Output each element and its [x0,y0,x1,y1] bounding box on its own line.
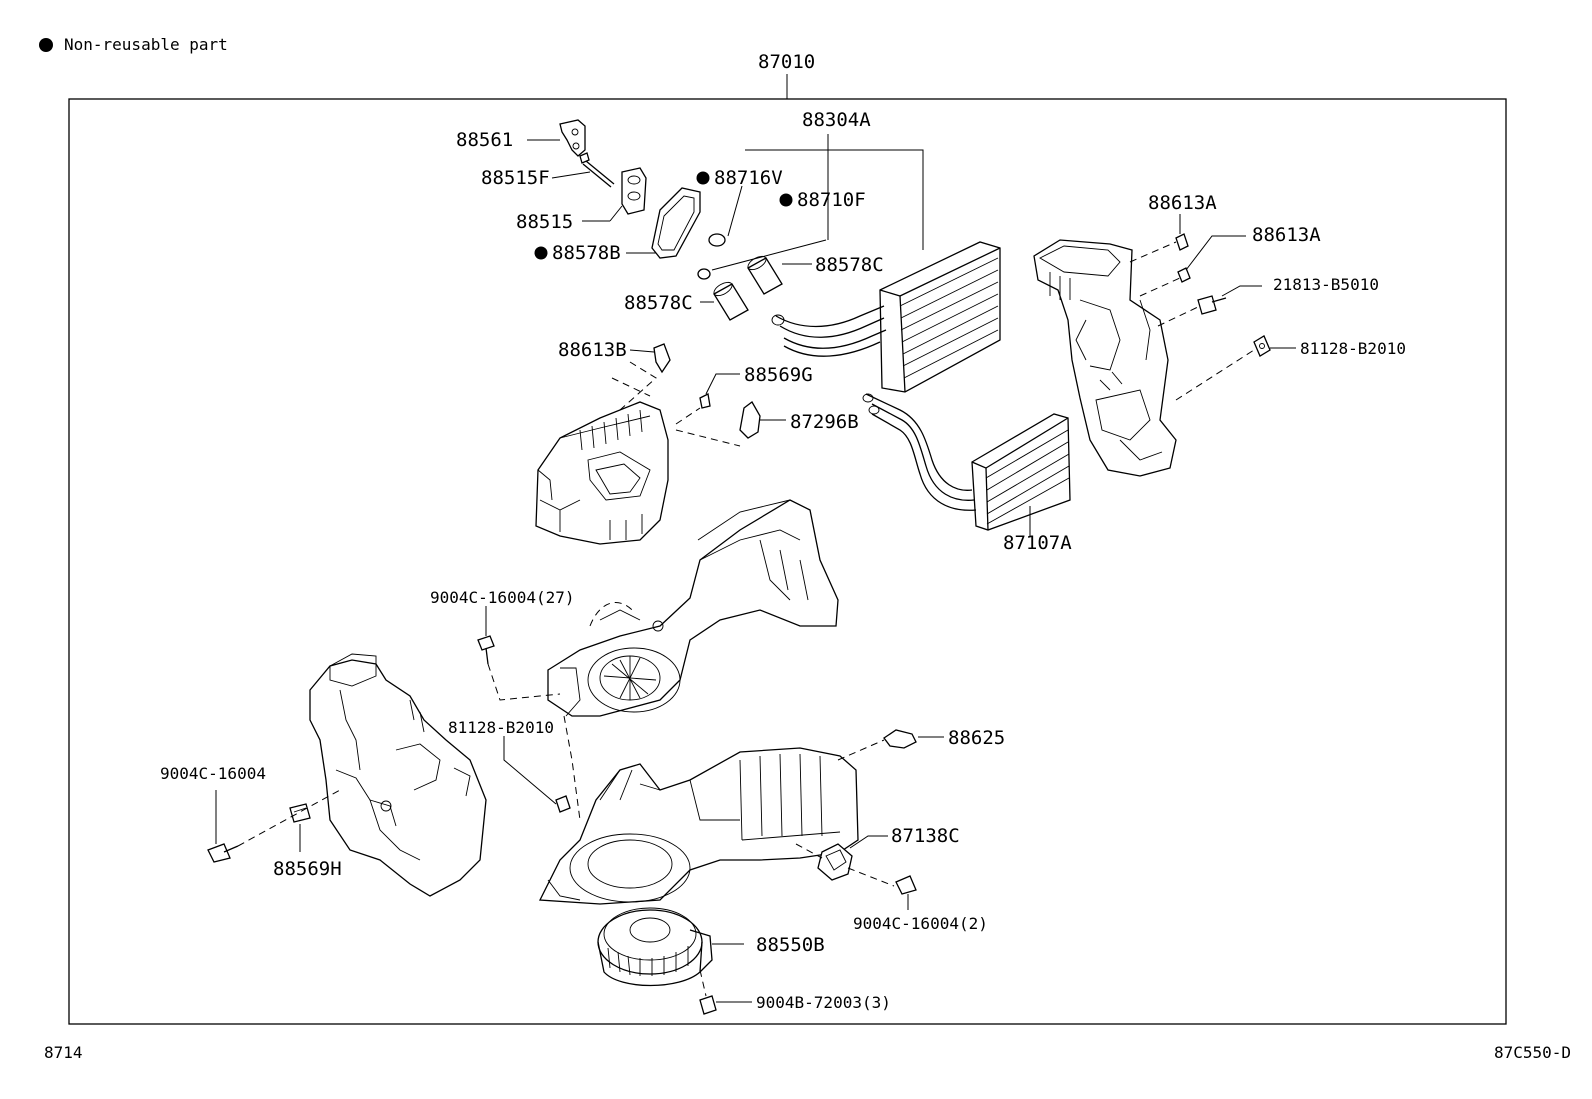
non-reusable-bullet-icon [779,193,793,207]
label-88304A: 88304A [802,109,871,131]
label-88613B: 88613B [558,339,627,361]
blower-motor-88550B [597,907,744,987]
middle-case-housing [547,499,839,717]
page-code: 8714 [44,1043,83,1062]
heater-core-87107A [862,393,1071,536]
label-88716V: 88716V [714,167,783,189]
label-9004C-16004-27: 9004C-16004(27) [430,588,575,607]
assembly-frame [68,98,1507,1025]
resistor-87138C [817,835,888,881]
expansion-valve-group [527,119,647,222]
upper-case-housing [535,401,669,545]
clip-81128-B2010-center [503,736,571,813]
non-reusable-bullet-icon [534,246,548,260]
label-9004C-16004-2: 9004C-16004(2) [853,914,988,933]
label-88625: 88625 [948,727,1005,749]
label-88550B: 88550B [756,934,825,956]
sleeve-88578C-right [747,255,812,295]
label-88578C-left: 88578C [624,292,693,314]
lower-case-housing [538,747,859,905]
label-88569H: 88569H [273,858,342,880]
screw-9004C-16004-2 [895,875,917,910]
bracket-88613B [629,343,671,374]
non-reusable-bullet-icon [696,171,710,185]
non-reusable-bullet-icon [39,38,53,52]
screw-9004C-16004-27 [477,606,495,665]
screw-9004C-16004-left [207,790,239,863]
evaporator-88304A [771,241,1001,393]
label-88569G: 88569G [744,364,813,386]
label-81128-B2010-right: 81128-B2010 [1300,339,1406,358]
clip-88569H [289,803,311,852]
label-87107A: 87107A [1003,532,1072,554]
label-88515F: 88515F [481,167,550,189]
label-87296B: 87296B [790,411,859,433]
left-case-housing [309,653,487,897]
legend-text: Non-reusable part [64,35,228,54]
label-88578C-right: 88578C [815,254,884,276]
label-88578B: 88578B [552,242,621,264]
figure-code: 87C550-D [1494,1043,1571,1062]
label-88515: 88515 [516,211,573,233]
sleeve-88578C-left [700,281,749,321]
clip-88625 [883,729,944,749]
o-ring-88716V [708,233,726,247]
label-88613A-top: 88613A [1148,192,1217,214]
assembly-label: 87010 [758,51,815,73]
label-9004C-16004-left: 9004C-16004 [160,764,266,783]
actuator-87296B [739,401,786,439]
clip-81128-B2010-right [1253,335,1296,357]
label-87138C: 87138C [891,825,960,847]
label-81128-B2010-center: 81128-B2010 [448,718,554,737]
label-88561: 88561 [456,129,513,151]
clip-88613A-top [1175,214,1189,251]
sensor-21813-B5010 [1197,285,1262,315]
o-ring-88710F [697,268,711,280]
label-21813-B5010: 21813-B5010 [1273,275,1379,294]
gasket-88578B [626,187,701,259]
clip-88613A-second [1177,235,1246,283]
label-88710F: 88710F [797,189,866,211]
label-9004B-72003-3: 9004B-72003(3) [756,993,891,1012]
screw-9004B-72003-3 [699,995,752,1015]
clip-88569G [699,373,740,409]
right-case-housing [1033,239,1177,477]
label-88613A-second: 88613A [1252,224,1321,246]
